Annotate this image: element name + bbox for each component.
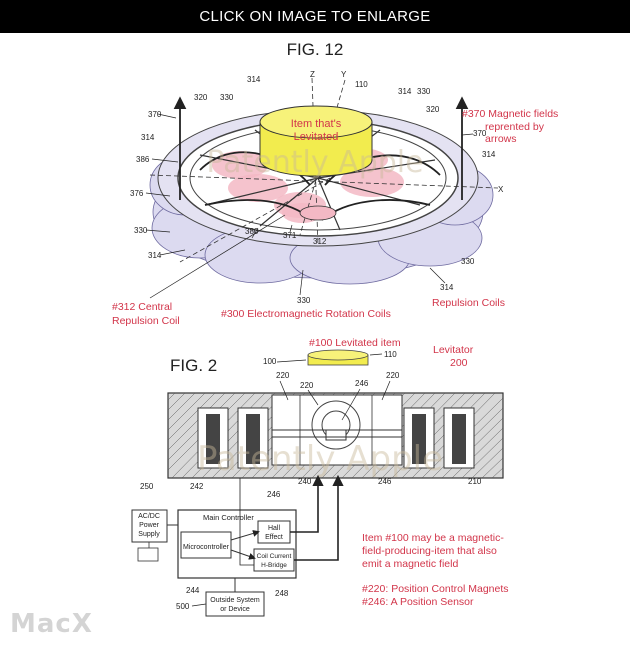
ref-371: 371 [283,231,297,240]
ref-314: 314 [440,283,454,292]
click-to-enlarge-label[interactable]: CLICK ON IMAGE TO ENLARGE [199,8,431,25]
levitated-disc [307,349,369,366]
central-coil [299,205,337,221]
ref-246: 246 [355,379,369,388]
central-coil-note-2: Repulsion Coil [112,315,180,327]
ref-312: 312 [313,237,327,246]
ref-330: 330 [417,87,431,96]
ref-314: 314 [398,87,412,96]
plug-icon [137,547,159,562]
svg-text:AC/DC: AC/DC [138,513,160,520]
ref-246: 246 [378,477,392,486]
magnetic-fields-note-3: arrows [485,133,517,145]
ref-z: Z [310,70,315,79]
svg-text:Microcontroller: Microcontroller [183,544,230,551]
fig12-reference-numbers: 314 320 330 Z Y 110 314 330 320 370 314 … [130,70,504,305]
ref-y: Y [341,70,347,79]
ref-110: 110 [384,350,397,359]
levitator-device-fig12 [149,77,499,285]
fig12-notes: #370 Magnetic fields reprented by arrows… [112,108,558,327]
ref-370: 370 [148,110,162,119]
patent-figure[interactable]: FIG. 12 [0,33,630,645]
item-levitated-label-1: Item that's [291,118,342,130]
ref-320: 320 [194,93,208,102]
svg-text:Power: Power [139,522,160,529]
ref-x: X [498,185,504,194]
ref-380: 380 [245,227,259,236]
item-note-1: Item #100 may be a magnetic- [362,532,504,544]
microcontroller-block [180,531,232,559]
levitated-item-note: #100 Levitated item [309,337,401,349]
position-magnets-note: #220: Position Control Magnets [362,583,509,595]
item-note-2: field-producing-item that also [362,545,497,557]
svg-text:or Device: or Device [220,606,250,613]
svg-text:Hall: Hall [268,525,281,532]
fig2-title: FIG. 2 [170,356,217,375]
levitator-note-2: 200 [450,357,468,369]
item-note-3: emit a magnetic field [362,558,458,570]
ref-244: 244 [186,586,200,595]
levitator-cross-section [167,392,504,479]
fig12-watermark: Patently Apple [206,145,423,180]
ref-220: 220 [276,371,290,380]
ref-314: 314 [148,251,162,260]
ref-376: 376 [130,189,144,198]
ref-330: 330 [134,226,148,235]
ref-500: 500 [176,602,190,611]
ref-330: 330 [297,296,311,305]
fig2-notes: Item #100 may be a magnetic- field-produ… [362,532,509,608]
fig2-watermark: Patently Apple [197,439,443,479]
ref-314: 314 [247,75,261,84]
svg-text:Outside System: Outside System [210,597,260,604]
power-supply-block [131,509,168,543]
ref-314: 314 [482,150,496,159]
ref-242: 242 [190,482,204,491]
click-to-enlarge-bar[interactable]: CLICK ON IMAGE TO ENLARGE [0,0,630,33]
svg-text:Supply: Supply [138,531,160,538]
magnetic-fields-note-1: #370 Magnetic fields [462,108,558,120]
fig12-leaders [145,113,474,299]
ref-210: 210 [468,477,482,486]
outside-system-block [205,591,265,617]
ref-246: 246 [267,490,281,499]
ref-386: 386 [136,155,150,164]
fig12-title: FIG. 12 [287,40,344,59]
item-levitated-label-2: Levitated [294,131,339,143]
magnetic-fields-note-2: reprented by [485,121,545,133]
levitated-item-cylinder [259,105,373,177]
ref-220: 220 [300,381,314,390]
controller-block-diagram: AC/DC Power Supply Main Controller Micro… [131,474,344,617]
ref-220: 220 [386,371,400,380]
ref-320: 320 [426,105,440,114]
ref-330: 330 [461,257,475,266]
ref-240: 240 [298,477,312,486]
svg-text:H-Bridge: H-Bridge [261,562,287,569]
levitator-note-1: Levitator [433,344,474,356]
svg-text:Effect: Effect [265,534,283,541]
ref-370: 370 [473,129,487,138]
central-coil-note-1: #312 Central [112,301,172,313]
svg-text:Main Controller: Main Controller [203,513,254,522]
ref-100: 100 [263,357,277,366]
rotation-coils [212,148,404,223]
ref-330: 330 [220,93,234,102]
ref-250: 250 [140,482,154,491]
ref-314: 314 [141,133,155,142]
position-sensor-note: #246: A Position Sensor [362,596,474,608]
svg-text:Coil Current: Coil Current [257,553,292,560]
ref-248: 248 [275,589,289,598]
repulsion-coils-note: Repulsion Coils [432,297,505,309]
ref-110: 110 [355,80,368,89]
fig2-reference-numbers: 100 110 220 220 246 220 250 242 246 240 … [140,350,482,611]
rotation-coils-note: #300 Electromagnetic Rotation Coils [221,308,391,320]
macx-watermark: MacX [10,609,93,639]
